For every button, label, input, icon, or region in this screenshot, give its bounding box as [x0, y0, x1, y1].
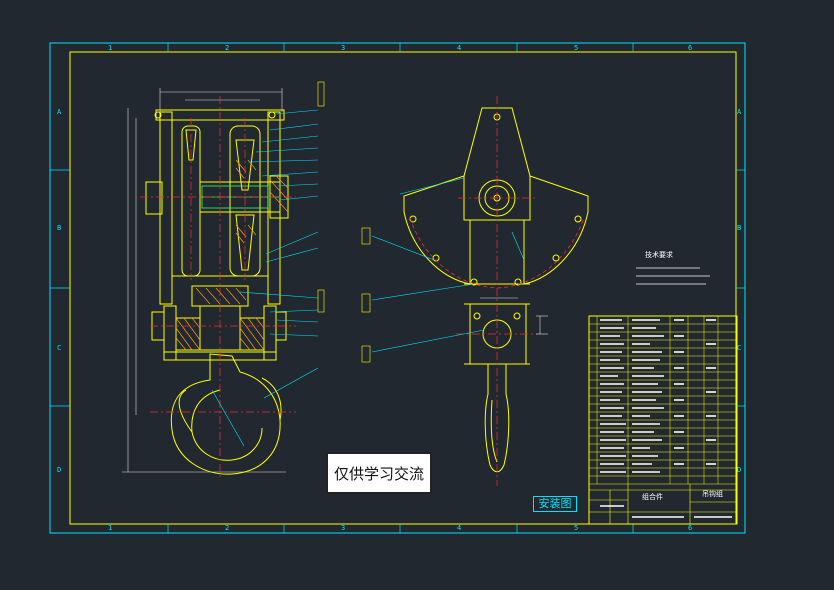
zone-row-label: D [57, 466, 62, 474]
zone-row-label: C [737, 344, 742, 352]
zone-col-label: 2 [225, 524, 230, 532]
technical-notes [636, 267, 710, 285]
zone-col-label: 6 [688, 44, 693, 52]
parts-list-table [588, 315, 738, 525]
zone-row-label: B [57, 224, 62, 232]
zone-row-label: C [57, 344, 62, 352]
zone-ticks [50, 43, 745, 533]
zone-col-label: 4 [457, 524, 462, 532]
zone-col-label: 1 [108, 524, 113, 532]
zone-row-label: A [57, 108, 62, 116]
side-view-assembly [122, 81, 325, 478]
zone-row-label: A [737, 108, 742, 116]
title-block-drawing-type: 吊钩组 [702, 490, 723, 498]
title-block-part-name: 组合件 [642, 493, 663, 501]
zone-col-label: 6 [688, 524, 693, 532]
zone-col-label: 5 [574, 524, 579, 532]
zone-col-label: 3 [341, 44, 346, 52]
watermark-label: 仅供学习交流 [326, 452, 432, 494]
front-view-assembly [361, 96, 589, 486]
zone-col-label: 4 [457, 44, 462, 52]
zone-col-label: 2 [225, 44, 230, 52]
zone-col-label: 3 [341, 524, 346, 532]
technical-requirements-title: 技术要求 [645, 251, 673, 259]
assembly-drawing-stamp: 安装图 [533, 496, 577, 512]
zone-col-label: 1 [108, 44, 113, 52]
zone-row-label: D [737, 466, 742, 474]
zone-col-label: 5 [574, 44, 579, 52]
zone-row-label: B [737, 224, 742, 232]
